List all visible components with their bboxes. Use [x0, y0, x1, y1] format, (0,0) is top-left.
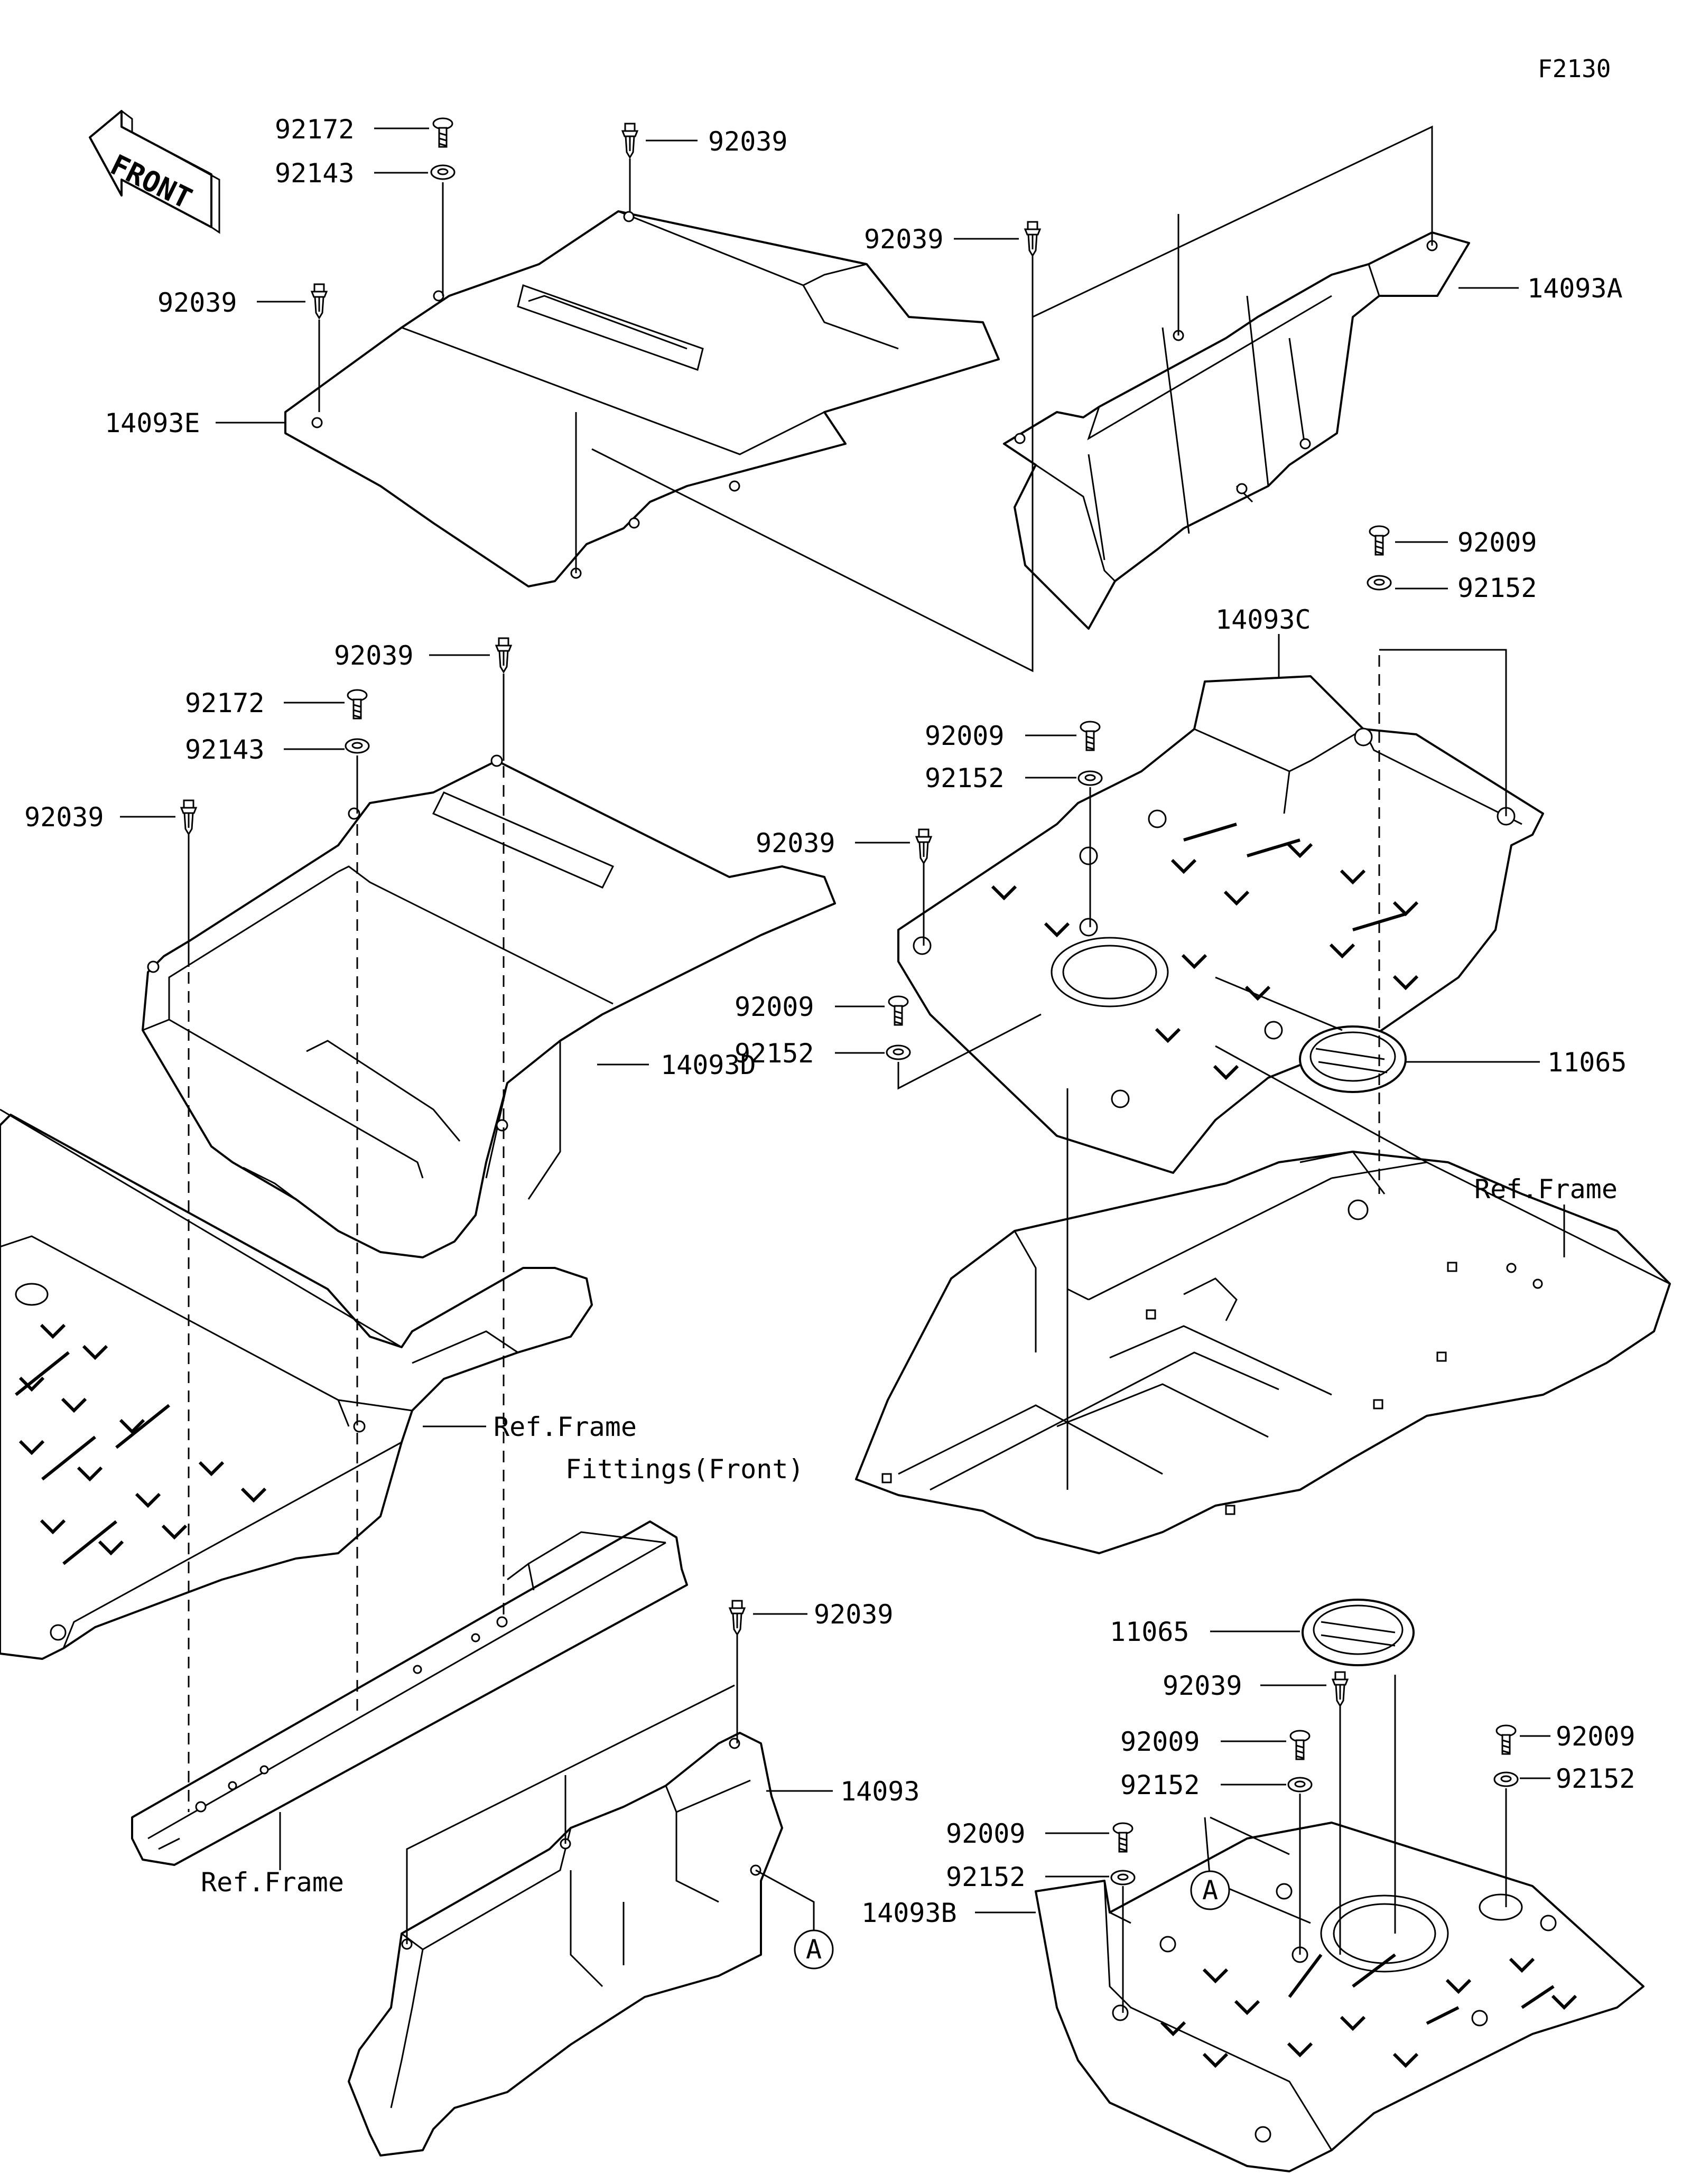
part-11065-cap-bottom-icon [1302, 1599, 1415, 1666]
reference-a-marker: A [794, 1929, 834, 1970]
callout-14093E: 14093E [105, 408, 200, 438]
callout-14093C: 14093C [1215, 604, 1311, 635]
callout-92009: 92009 [946, 1818, 1026, 1849]
reference-a-marker: A [1190, 1870, 1230, 1910]
leader-lines [120, 125, 1565, 2013]
callout-ref-frame: Ref.Frame [1474, 1174, 1618, 1205]
callout-92039: 92039 [814, 1599, 894, 1630]
callout-92152: 92152 [925, 763, 1005, 794]
callout-14093: 14093 [840, 1776, 920, 1807]
callout-92009: 92009 [1457, 527, 1537, 558]
callout-92039: 92039 [756, 828, 835, 858]
part-14093B-illustration [1035, 1822, 1644, 2172]
part-11065-cap-icon [1299, 1025, 1407, 1093]
callout-92039: 92039 [864, 224, 944, 255]
callout-92152: 92152 [1120, 1770, 1200, 1800]
callout-ref-frame-bottom: Ref.Frame [201, 1867, 344, 1898]
callout-92039: 92039 [24, 802, 104, 833]
part-14093D-illustration [142, 754, 836, 1258]
callout-ref-frame-fittings: Ref.Frame [494, 1412, 637, 1442]
callout-14093A: 14093A [1527, 273, 1623, 304]
callout-92152: 92152 [1556, 1763, 1636, 1794]
front-arrow-icon: FRONT [89, 110, 220, 234]
callout-92039: 92039 [334, 640, 414, 671]
callout-92152: 92152 [946, 1862, 1026, 1892]
part-14093-illustration [348, 1732, 783, 2157]
callout-ref-frame-fittings-line2: Fittings(Front) [565, 1454, 804, 1485]
frame-left-illustration [0, 1108, 593, 1660]
callout-92143: 92143 [275, 158, 355, 189]
callout-92143: 92143 [185, 734, 265, 765]
callout-92172: 92172 [185, 688, 265, 718]
callout-11065: 11065 [1110, 1617, 1190, 1647]
frame-right-illustration [855, 1151, 1671, 1554]
part-14093E-illustration [284, 210, 1000, 587]
callout-92009: 92009 [1556, 1721, 1636, 1752]
callout-92152: 92152 [1457, 573, 1537, 603]
callout-11065: 11065 [1547, 1047, 1627, 1078]
callout-92009: 92009 [1120, 1726, 1200, 1757]
callout-labels: 92172 92143 92039 92039 14093E 92039 140… [24, 114, 1636, 1928]
callout-92039: 92039 [1163, 1670, 1242, 1701]
callout-92009: 92009 [735, 992, 814, 1022]
callout-92172: 92172 [275, 114, 355, 145]
callout-92009: 92009 [925, 721, 1005, 751]
part-14093A-illustration [1003, 231, 1470, 630]
callout-14093D: 14093D [661, 1050, 756, 1080]
callout-92039: 92039 [157, 287, 237, 318]
frame-bar-illustration [131, 1520, 688, 1866]
callout-92039: 92039 [708, 126, 788, 157]
reference-a-label: A [806, 1934, 822, 1965]
callout-14093B: 14093B [861, 1898, 957, 1928]
part-14093C-illustration [897, 675, 1544, 1174]
reference-a-label: A [1202, 1875, 1218, 1906]
diagram-code: F2130 [1538, 54, 1611, 83]
callout-92152: 92152 [735, 1038, 814, 1069]
